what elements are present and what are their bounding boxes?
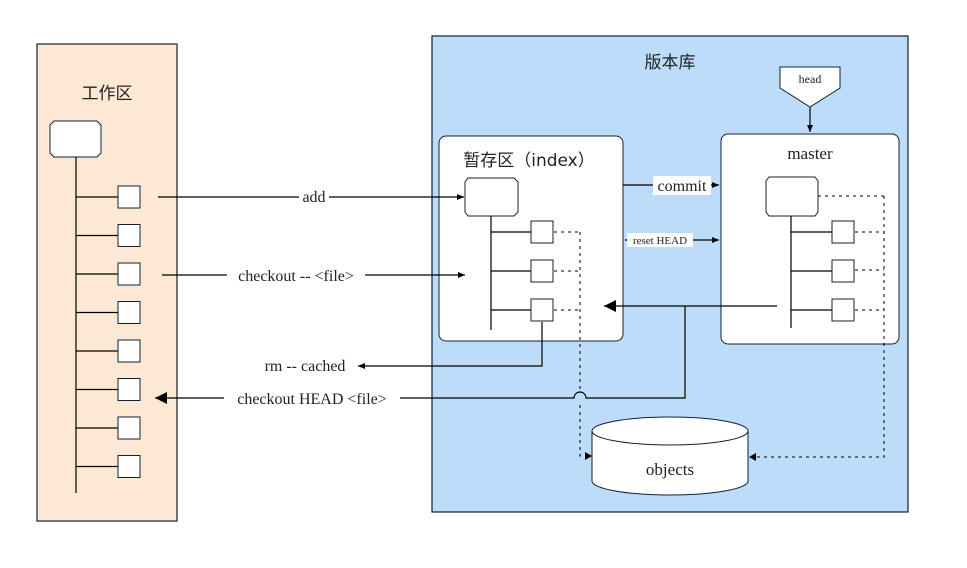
workarea-file-node: [117, 339, 141, 363]
checkout-head-file-label-bg: [224, 389, 400, 408]
workarea-root-node: [49, 120, 102, 158]
workarea-file-node: [117, 185, 141, 209]
workarea-file-node: [117, 455, 141, 478]
workarea-panel: 工作区: [36, 43, 178, 522]
master-box: [720, 133, 900, 345]
rm-cached-arrow-line: [358, 322, 543, 369]
index-files: [491, 220, 554, 322]
objects-cylinder-body: [591, 431, 749, 496]
commit-label-bg: [653, 176, 711, 195]
index-root-node: [464, 177, 519, 217]
repository-title: 版本库: [645, 53, 696, 73]
workarea-file-node: [117, 301, 141, 324]
workarea-file-node: [117, 416, 141, 440]
add-label: add: [302, 189, 325, 206]
checkout-file-label-bg: [227, 266, 365, 285]
objects-label: objects: [646, 460, 694, 479]
objects-store: objects: [591, 416, 749, 496]
master-files: [791, 220, 855, 322]
head-pointer-shape: [779, 66, 841, 108]
workarea-background: [36, 43, 178, 522]
add-label-bg: [299, 188, 329, 206]
workarea-file-node: [117, 378, 141, 401]
checkout-head-file-label: checkout HEAD <file>: [237, 391, 387, 408]
index-title: 暂存区（index）: [463, 151, 595, 171]
index-file-node: [530, 220, 554, 244]
workarea-file-node: [117, 224, 141, 247]
checkout-head-file-arrow-line: [155, 306, 686, 404]
master-title: master: [787, 144, 833, 163]
index-file-node: [530, 298, 554, 322]
workarea-file-node: [117, 262, 141, 286]
index-file-node: [530, 259, 554, 283]
master-objects-link: [752, 195, 885, 458]
head-pointer-label: head: [799, 72, 822, 86]
master-file-node: [831, 259, 855, 283]
checkout-file-label: checkout -- <file>: [238, 268, 354, 285]
workarea-title: 工作区: [82, 84, 133, 104]
rm-cached-label: rm -- cached: [265, 358, 346, 375]
repository-panel: 版本库 head 暂存区（index） master objects: [431, 35, 909, 513]
master-objects-arrowhead: [749, 453, 756, 461]
master-file-node: [831, 298, 855, 322]
reset-head-label-bg: [627, 233, 693, 247]
master-file-node: [831, 220, 855, 244]
workarea-files: [76, 185, 141, 478]
objects-cylinder-top: [591, 416, 749, 446]
commit-label: commit: [658, 178, 707, 195]
reset-head-label: reset HEAD: [633, 235, 687, 247]
command-arrows: add checkout -- <file> commit reset HEAD…: [155, 176, 777, 408]
master-root-node: [765, 176, 819, 217]
index-objects-arrowhead: [585, 452, 592, 460]
